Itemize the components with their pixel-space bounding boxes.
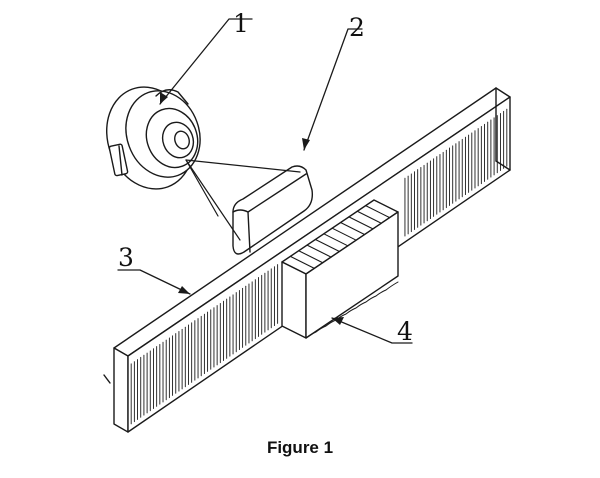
head-rib — [314, 238, 341, 253]
label-4: 4 — [397, 317, 413, 346]
figure-caption: Figure 1 — [266, 438, 334, 457]
light-beams — [185, 159, 301, 241]
head-ribs — [289, 205, 391, 269]
head-rib — [298, 250, 324, 264]
leader-lines — [117, 18, 413, 344]
head-rib — [323, 233, 349, 247]
head-rib — [306, 244, 332, 258]
label-1: 1 — [233, 9, 249, 38]
label-2: 2 — [349, 13, 365, 42]
head-rib — [365, 205, 391, 219]
head-rib — [356, 210, 382, 224]
label-3: 3 — [118, 243, 134, 272]
head-rib — [289, 255, 315, 269]
head-rib — [348, 216, 374, 230]
light-source — [106, 86, 201, 190]
scale-graduations — [130, 108, 508, 425]
head-rib — [339, 221, 366, 236]
leader-arrows — [160, 92, 344, 325]
prism — [232, 165, 314, 255]
reading-head — [281, 199, 399, 339]
head-rib — [331, 227, 357, 241]
